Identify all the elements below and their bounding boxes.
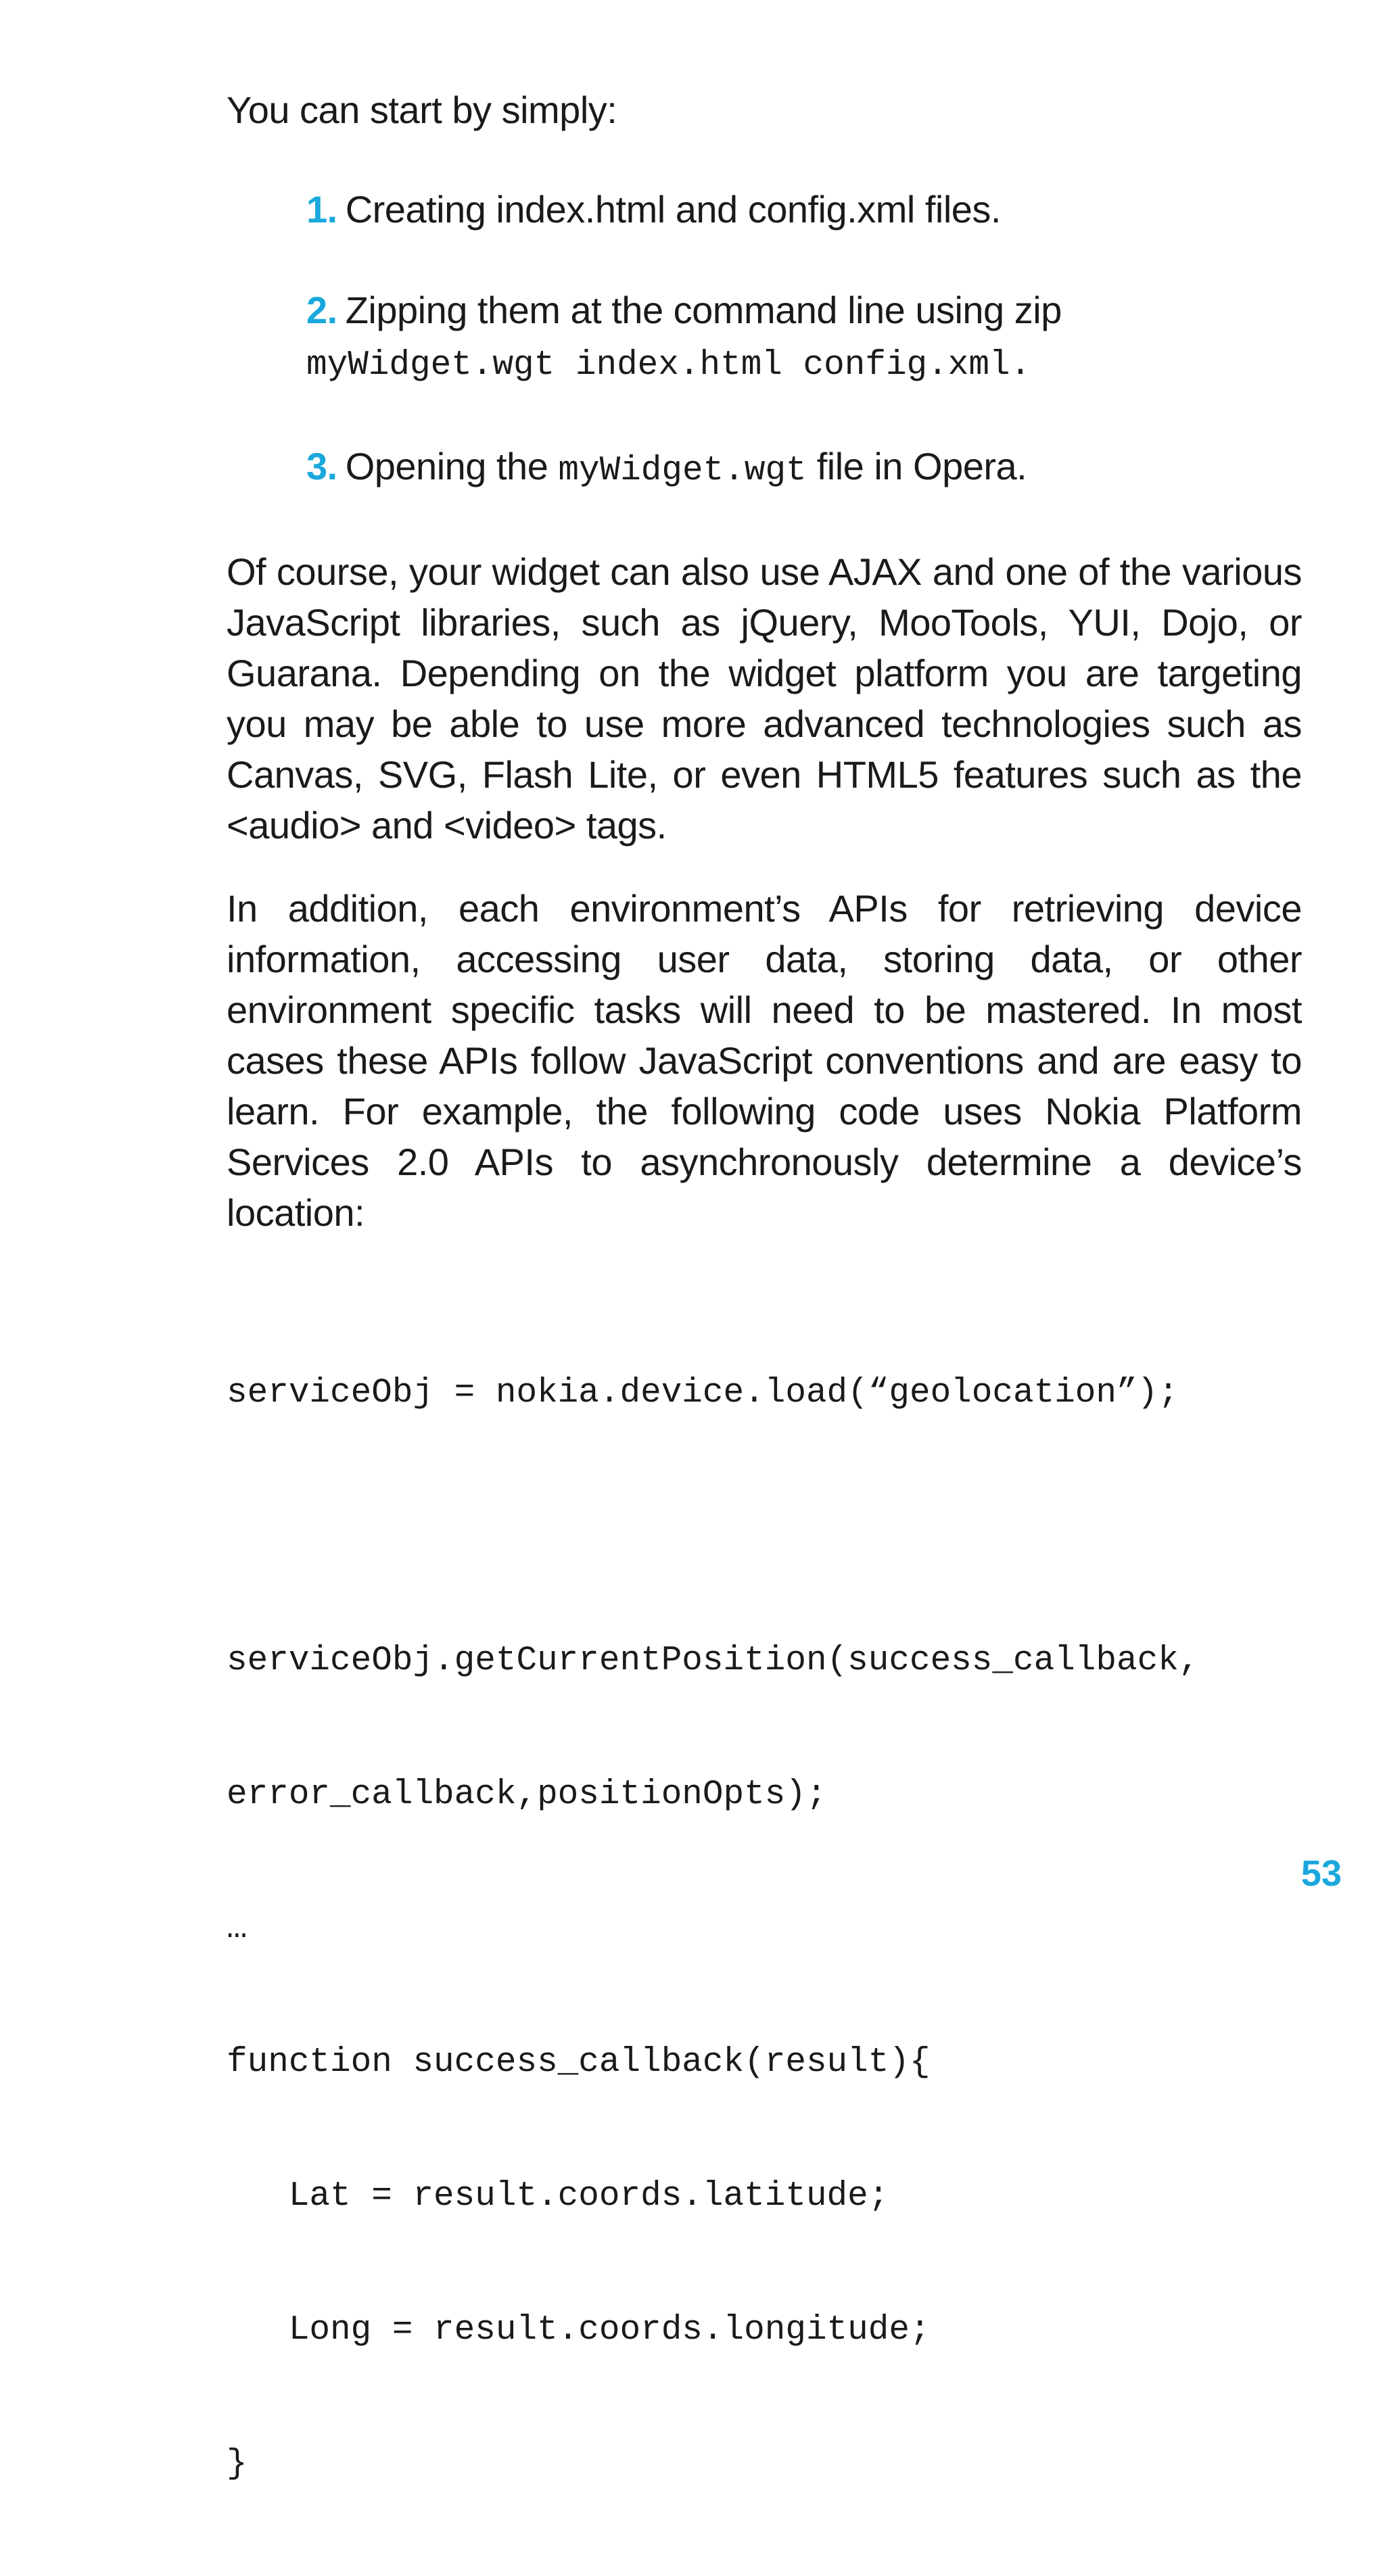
step-number: 2.	[306, 289, 337, 331]
step-text: Creating index.html and config.xml files…	[345, 188, 1002, 231]
step-text: Zipping them at the command line using z…	[345, 289, 1062, 331]
step-text-after: file in Opera.	[806, 445, 1027, 487]
intro-text: You can start by simply:	[227, 89, 617, 131]
code-line: Long = result.coords.longitude;	[227, 2311, 931, 2350]
step-number: 1.	[306, 188, 337, 231]
step-code: myWidget.wgt	[558, 452, 807, 490]
code-line: }	[227, 2445, 248, 2483]
page-number: 53	[1300, 1853, 1342, 1894]
step-text: Opening the	[345, 445, 559, 487]
code-line: error_callback,positionOpts);	[227, 1775, 827, 1814]
code-line: Lat = result.coords.latitude;	[227, 2177, 889, 2216]
code-line: …	[227, 1909, 248, 1948]
code-line: function success_callback(result){	[227, 2043, 931, 2082]
step-item: 2.Zipping them at the command line using…	[306, 285, 1302, 391]
code-line: serviceObj = nokia.device.load(“geolocat…	[227, 1374, 1179, 1412]
code-block: serviceObj = nokia.device.load(“geolocat…	[227, 1282, 1302, 2576]
step-item: 1.Creating index.html and config.xml fil…	[306, 184, 1302, 235]
step-number: 3.	[306, 445, 337, 487]
step-item: 3.Opening the myWidget.wgt file in Opera…	[306, 441, 1302, 496]
step-code: myWidget.wgt index.html config.xml.	[306, 346, 1031, 385]
page-content: You can start by simply: 1.Creating inde…	[227, 85, 1302, 2576]
code-line	[227, 1505, 1302, 1550]
paragraph: In addition, each environment’s APIs for…	[227, 887, 1302, 1234]
steps-list: 1.Creating index.html and config.xml fil…	[227, 184, 1302, 496]
code-line: serviceObj.getCurrentPosition(success_ca…	[227, 1642, 1200, 1680]
paragraph: Of course, your widget can also use AJAX…	[227, 550, 1302, 846]
